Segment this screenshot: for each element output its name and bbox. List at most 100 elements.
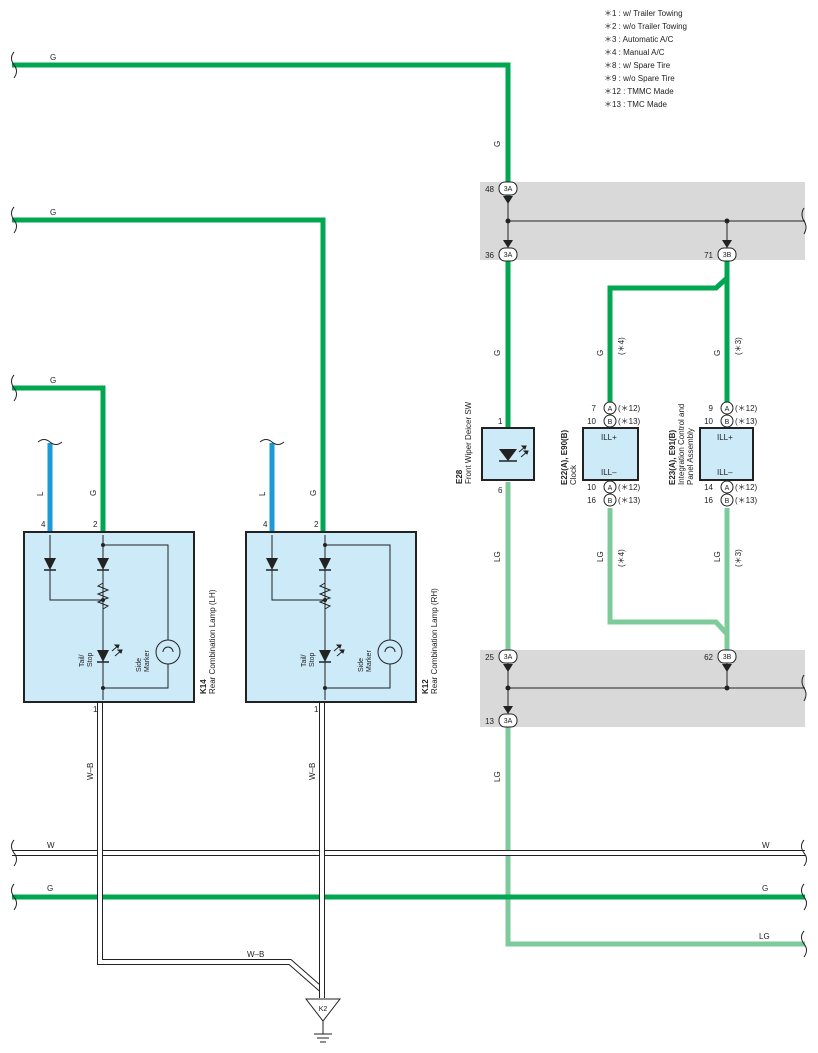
front-wiper-deicer-switch: 1 6 E28 Front Wiper Deicer SW [455,401,535,495]
svg-text:Marker: Marker [366,650,373,672]
label-wb-bottom: W–B [247,950,264,959]
label-lamp-rh-l: L [258,491,267,496]
led-lh-tail-icon [97,650,109,662]
svg-text:(＊13): (＊13) [735,417,758,426]
label-third-g: G [50,376,56,385]
svg-text:3A: 3A [504,718,513,725]
note-12: ＊12 : TMMC Made [604,87,674,96]
svg-text:16: 16 [704,496,713,505]
label-lamp-lh-l: L [36,491,45,496]
label-v-g-clock-note: (＊4) [617,337,626,355]
svg-text:3A: 3A [504,654,513,661]
label-bottom-lg-right: LG [759,932,770,941]
label-v-g-main: G [493,141,502,147]
svg-text:(＊12): (＊12) [735,483,758,492]
junction-top-in: 3A 48 [485,181,518,204]
junction-bus-bottom-break [801,674,807,702]
svg-text:B: B [608,419,613,426]
svg-text:Rear Combination Lamp (RH): Rear Combination Lamp (RH) [430,588,439,694]
svg-text:9: 9 [709,404,714,413]
note-3: ＊3 : Automatic A/C [604,35,674,44]
svg-text:71: 71 [704,251,713,260]
svg-text:Integration Control and: Integration Control and [677,404,686,485]
svg-text:Stop: Stop [87,652,94,667]
wire-third-g [12,385,106,535]
label-bottom-g: G [47,884,53,893]
svg-text:1: 1 [93,705,98,714]
svg-text:10: 10 [704,417,713,426]
svg-text:(＊12): (＊12) [618,404,641,413]
svg-text:3B: 3B [723,252,732,259]
svg-text:(＊13): (＊13) [618,417,641,426]
svg-text:Marker: Marker [144,650,151,672]
junction-top-right: 3B 71 [704,240,737,262]
label-v-lg-panel: LG [713,551,722,562]
note-8: ＊8 : w/ Spare Tire [604,61,671,70]
label-wb-lh: W–B [86,763,95,780]
svg-text:B: B [725,419,730,426]
wire-top-g [12,62,511,200]
svg-text:Rear Combination Lamp (LH): Rear Combination Lamp (LH) [208,589,217,694]
svg-text:A: A [608,406,613,413]
svg-text:3A: 3A [504,252,513,259]
wire-break-third-g [11,374,17,402]
svg-text:E23(A), E91(B): E23(A), E91(B) [668,430,677,485]
junction-bottom-out: 3A 13 [485,706,518,728]
junction-bottom-right: 3B 62 [704,649,737,672]
note-1: ＊1 : w/ Trailer Towing [604,9,683,18]
svg-text:A: A [608,485,613,492]
svg-text:ILL+: ILL+ [717,433,733,442]
ground-k2-icon [304,998,342,1022]
label-top-g: G [50,53,56,62]
svg-text:Stop: Stop [309,652,316,667]
svg-text:E22(A), E90(B): E22(A), E90(B) [560,430,569,485]
wire-break-bottom-g-left [11,883,17,911]
label-bottom-w: W [47,841,55,850]
junction-bottom-in: 3A 25 [485,649,518,672]
svg-text:4: 4 [41,520,46,529]
svg-text:Panel Assembly: Panel Assembly [686,428,695,485]
svg-text:ILL–: ILL– [717,468,733,477]
label-bottom-w-right: W [762,841,770,850]
svg-text:7: 7 [592,404,597,413]
diode-rh-g-icon [319,558,331,570]
svg-text:25: 25 [485,653,494,662]
svg-text:Side: Side [358,658,365,672]
svg-text:1: 1 [314,705,319,714]
wire-wb-lh-inner [98,702,324,992]
svg-text:3A: 3A [504,186,513,193]
wire-wb-lh-outer [97,702,324,993]
label-v-g-mid: G [493,350,502,356]
label-v-g-panel-note: (＊3) [734,337,743,355]
label-v-g-panel: G [713,350,722,356]
label-second-g: G [50,208,56,217]
diode-rh-l-icon [266,558,278,570]
svg-text:48: 48 [485,185,494,194]
svg-text:62: 62 [704,653,713,662]
svg-text:3B: 3B [723,654,732,661]
svg-text:K14: K14 [199,679,208,694]
svg-text:13: 13 [485,717,494,726]
label-bottom-g-right: G [762,884,768,893]
note-2: ＊2 : w/o Trailer Towing [604,22,687,31]
svg-text:A: A [725,406,730,413]
wire-break-lg-right [801,930,807,958]
note-9: ＊9 : w/o Spare Tire [604,74,675,83]
svg-text:(＊13): (＊13) [618,496,641,505]
wire-break-bottom-g-right [801,883,807,911]
label-wb-rh: W–B [308,763,317,780]
svg-text:16: 16 [587,496,596,505]
junction-top-out: 3A 36 [485,240,518,262]
notes-legend: ＊1 : w/ Trailer Towing ＊2 : w/o Trailer … [604,7,687,111]
led-rh-tail-icon [319,650,331,662]
svg-text:B: B [725,498,730,505]
diode-lh-g-icon [97,558,109,570]
svg-text:6: 6 [498,486,503,495]
diode-lh-l-icon [44,558,56,570]
wire-break-top-g [11,51,17,79]
label-lamp-lh-g: G [89,490,98,496]
svg-text:Tail/: Tail/ [301,654,308,667]
label-v-lg-low: LG [493,771,502,782]
wire-g-clock [607,276,729,403]
note-4: ＊4 : Manual A/C [604,48,665,57]
